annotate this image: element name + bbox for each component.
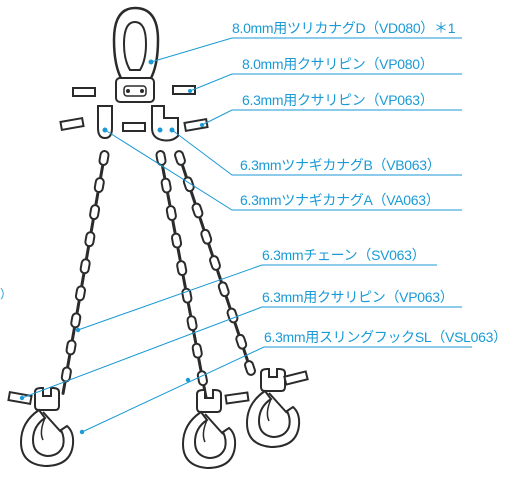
label-chain-pin-63mm-top: 6.3mm用クサリピン（VP063） — [242, 92, 434, 108]
leader-line-6 — [77, 264, 437, 331]
chain-link — [186, 302, 193, 317]
chain-link — [197, 357, 203, 372]
leader-line-1 — [150, 37, 462, 63]
chain-link — [84, 245, 91, 260]
label-sling-hook: 6.3mm用スリングフックSL（VSL063） — [264, 329, 507, 345]
footnote-marker: ） — [0, 287, 12, 301]
chain-link — [176, 247, 182, 262]
chain-leg-left — [60, 149, 111, 396]
leader-line-5 — [104, 129, 462, 211]
chain-link — [64, 338, 78, 356]
chain-link — [83, 230, 97, 248]
chain-link — [171, 219, 177, 234]
chain-link — [98, 164, 105, 179]
chain-link — [75, 299, 81, 314]
chain-link — [170, 231, 183, 250]
chain-link — [88, 203, 101, 221]
leader-line-4 — [171, 129, 462, 176]
label-connector-a: 6.3mmツナギカナグA（VA063） — [240, 192, 440, 208]
chain-link — [190, 201, 205, 220]
hook-pin-2 — [224, 391, 250, 405]
chain-link — [224, 295, 232, 310]
leader-dot-2 — [19, 395, 25, 401]
chain-link — [196, 369, 209, 387]
chain-pin-3 — [59, 117, 85, 131]
chain-leg-center — [154, 149, 209, 400]
chain-link — [191, 342, 204, 360]
label-chain: 6.3mmチェーン（SV063） — [262, 247, 426, 263]
leader-dot-3 — [79, 429, 85, 435]
chain-link — [172, 149, 188, 167]
chain-link — [233, 321, 241, 336]
connector-b-dot — [157, 127, 163, 133]
chain-pin-4 — [122, 122, 146, 132]
leader-dot-1 — [75, 327, 81, 333]
chain-link — [69, 311, 82, 329]
chain-link — [216, 280, 231, 299]
connector-b-right — [151, 105, 179, 142]
chain-link — [242, 359, 258, 377]
chain-link — [70, 326, 77, 342]
chain-link — [79, 257, 92, 275]
connector-rivet-right — [140, 89, 144, 93]
chain-pin-1 — [72, 87, 96, 97]
label-chain-pin-8mm: 8.0mm用クサリピン（VP080） — [242, 56, 434, 72]
chain-link — [74, 284, 87, 302]
chain-link — [185, 314, 199, 332]
chain-link — [207, 254, 223, 272]
chain-link — [165, 204, 178, 222]
chain-pin-5 — [183, 118, 209, 132]
chain-link — [89, 218, 95, 233]
chain-link — [181, 274, 188, 290]
chain-link — [66, 353, 72, 369]
chain-link — [165, 192, 172, 207]
chain-link — [181, 175, 196, 194]
label-connector-b: 6.3mmツナギカナグB（VB063） — [240, 157, 441, 173]
chain-link — [199, 227, 214, 246]
chain-link — [234, 332, 249, 351]
sling-illustration — [7, 6, 472, 469]
sling-assembly-diagram: 8.0mm用ツリカナグD（VD080）＊1 8.0mm用クサリピン（VP080）… — [0, 6, 507, 469]
chain-leg-right — [172, 149, 258, 377]
connector-a-left — [97, 105, 113, 140]
chain-link — [206, 242, 215, 257]
leader-line-8 — [81, 346, 472, 433]
leader-line-2 — [189, 73, 462, 92]
master-link-inner — [122, 20, 148, 71]
leader-dot-4 — [185, 377, 191, 383]
leader-line-7 — [21, 306, 462, 399]
hook-pin-3 — [283, 370, 309, 386]
connector-slot — [123, 85, 147, 97]
connector-rivet-left — [126, 89, 130, 93]
chain-link — [80, 272, 86, 287]
chain-link — [198, 216, 206, 231]
leader-line-3 — [201, 109, 462, 126]
chain-link — [225, 306, 240, 325]
chain-link — [93, 176, 106, 194]
label-master-link: 8.0mm用ツリカナグD（VD080）＊1 — [232, 20, 456, 36]
chain-link — [159, 176, 173, 195]
chain-link — [97, 149, 111, 167]
label-chain-pin-63mm-bottom: 6.3mm用クサリピン（VP063） — [262, 289, 454, 305]
chain-link — [189, 190, 197, 205]
chain-link — [94, 191, 100, 206]
chain-link — [180, 164, 189, 179]
chain-link — [175, 259, 188, 277]
